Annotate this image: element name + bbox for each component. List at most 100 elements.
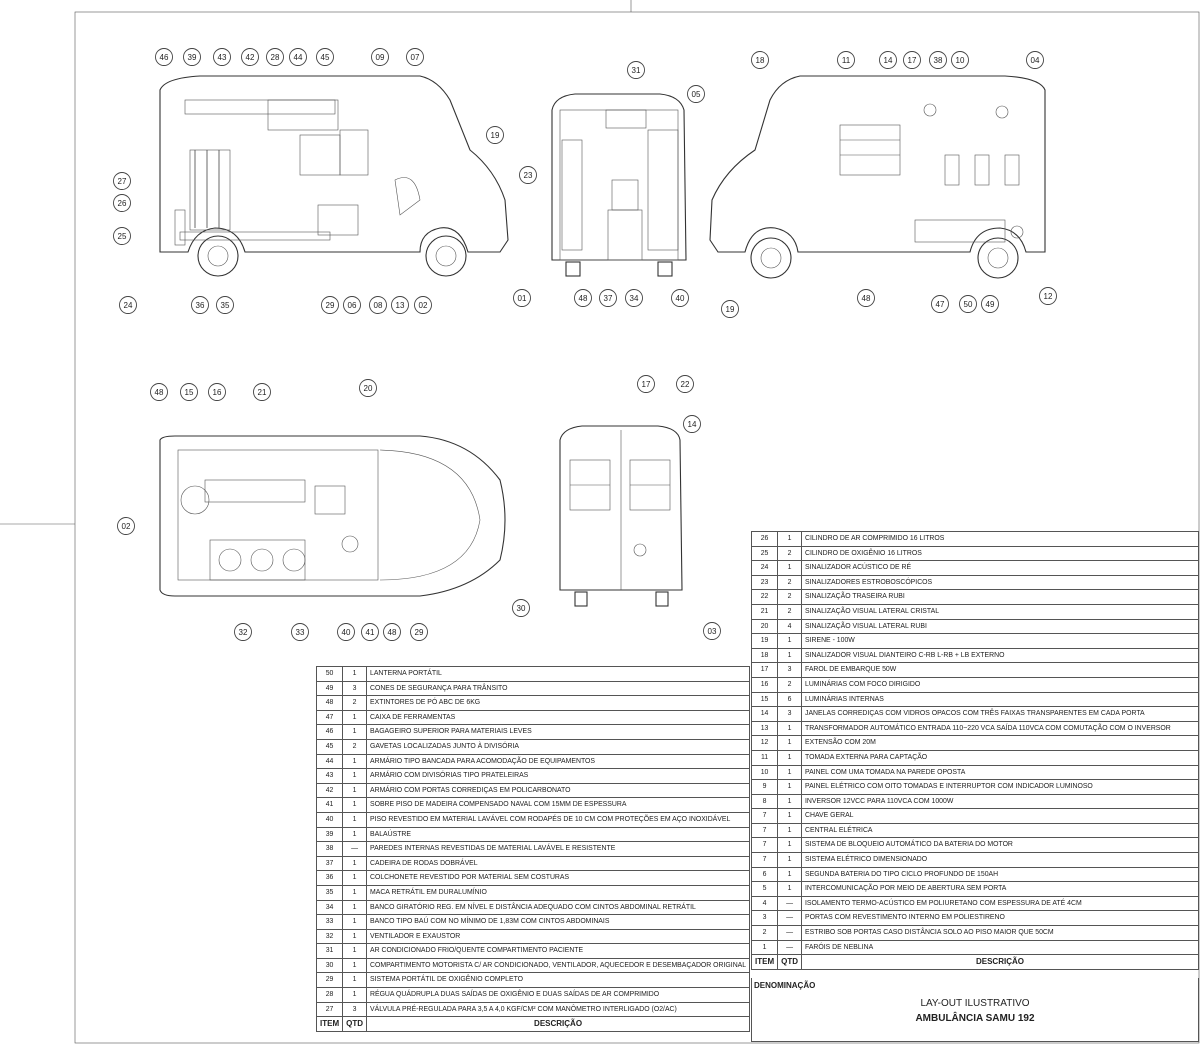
callout-44: 44: [289, 48, 307, 66]
item-number: 36: [315, 870, 344, 886]
callout-11: 11: [837, 51, 855, 69]
item-quantity: —: [777, 910, 802, 927]
item-number: 2: [750, 925, 779, 941]
item-quantity: 1: [777, 560, 802, 576]
item-number: 9: [750, 779, 779, 795]
item-description: TRANSFORMADOR AUTOMÁTICO ENTRADA 110~220…: [801, 720, 1199, 737]
callout-01: 01: [513, 289, 531, 307]
item-number: 49: [315, 680, 344, 697]
item-number: 7: [750, 808, 779, 824]
callout-label: 17: [642, 380, 651, 389]
item-quantity: 3: [342, 680, 367, 697]
item-description: PAINEL COM UMA TOMADA NA PAREDE OPOSTA: [801, 764, 1199, 781]
item-quantity: 1: [342, 709, 367, 726]
item-description: SINALIZADOR VISUAL DIANTEIRO C-RB L-RB +…: [801, 647, 1199, 664]
side-view-right: [709, 75, 1046, 279]
callout-label: 22: [681, 380, 690, 389]
item-quantity: 1: [342, 666, 367, 682]
item-description: SINALIZAÇÃO VISUAL LATERAL RUBI: [801, 618, 1199, 635]
rear-view-open: [551, 93, 687, 277]
item-quantity: 1: [342, 957, 367, 974]
item-quantity: 1: [777, 866, 802, 883]
callout-19: 19: [486, 126, 504, 144]
item-quantity: 2: [342, 738, 367, 755]
item-quantity: 1: [342, 943, 367, 959]
header-descricao: DESCRIÇÃO: [801, 954, 1199, 971]
drawing-frame: [74, 11, 1200, 1044]
callout-21: 21: [253, 383, 271, 401]
item-description: BALAÚSTRE: [365, 826, 751, 843]
item-number: 10: [750, 764, 779, 781]
callout-17: 17: [903, 51, 921, 69]
callout-label: 40: [342, 628, 351, 637]
callout-label: 37: [604, 294, 613, 303]
callout-label: 31: [632, 66, 641, 75]
item-quantity: 1: [777, 808, 802, 824]
callout-08: 08: [369, 296, 387, 314]
item-description: CAIXA DE FERRAMENTAS: [365, 709, 751, 726]
callout-28: 28: [266, 48, 284, 66]
callout-40: 40: [671, 289, 689, 307]
item-number: 39: [315, 826, 344, 843]
item-quantity: 1: [777, 822, 802, 839]
callout-27: 27: [113, 172, 131, 190]
side-view-left: [159, 75, 509, 277]
callout-label: 06: [348, 301, 357, 310]
item-number: 7: [750, 852, 779, 868]
callout-26: 26: [113, 194, 131, 212]
callout-22: 22: [676, 375, 694, 393]
callout-37: 37: [599, 289, 617, 307]
callout-label: 46: [160, 53, 169, 62]
callout-label: 42: [246, 53, 255, 62]
item-quantity: 3: [777, 706, 802, 722]
callout-label: 43: [218, 53, 227, 62]
callout-04: 04: [1026, 51, 1044, 69]
item-description: PAREDES INTERNAS REVESTIDAS DE MATERIAL …: [365, 841, 751, 857]
item-quantity: 1: [342, 724, 367, 740]
item-quantity: 2: [777, 545, 802, 562]
item-quantity: 1: [777, 531, 802, 547]
item-number: 27: [315, 1001, 344, 1018]
callout-label: 21: [258, 388, 267, 397]
item-description: MACA RETRÁTIL EM DURALUMÍNIO: [365, 884, 751, 901]
item-number: 32: [315, 928, 344, 945]
item-description: ARMÁRIO COM PORTAS CORREDIÇAS EM POLICAR…: [365, 782, 751, 799]
item-number: 12: [750, 735, 779, 751]
item-quantity: 1: [342, 753, 367, 770]
item-number: 19: [750, 633, 779, 649]
callout-label: 32: [239, 628, 248, 637]
item-description: PORTAS COM REVESTIMENTO INTERNO EM POLIE…: [801, 910, 1199, 927]
callout-label: 25: [118, 232, 127, 241]
callout-label: 36: [196, 301, 205, 310]
drawing-subtitle: AMBULÂNCIA SAMU 192: [915, 1013, 1035, 1024]
callout-30: 30: [512, 599, 530, 617]
callout-02: 02: [414, 296, 432, 314]
callout-48: 48: [857, 289, 875, 307]
callout-label: 48: [388, 628, 397, 637]
callout-07: 07: [406, 48, 424, 66]
item-description: VENTILADOR E EXAUSTOR: [365, 928, 751, 945]
header-qtd: QTD: [777, 954, 802, 971]
callout-label: 44: [294, 53, 303, 62]
item-number: 46: [315, 724, 344, 740]
item-quantity: 1: [777, 881, 802, 897]
item-description: LUMINÁRIAS COM FOCO DIRIGIDO: [801, 676, 1199, 693]
callout-label: 38: [934, 56, 943, 65]
callout-41: 41: [361, 623, 379, 641]
item-number: 30: [315, 957, 344, 974]
callout-label: 19: [491, 131, 500, 140]
item-number: 42: [315, 782, 344, 799]
